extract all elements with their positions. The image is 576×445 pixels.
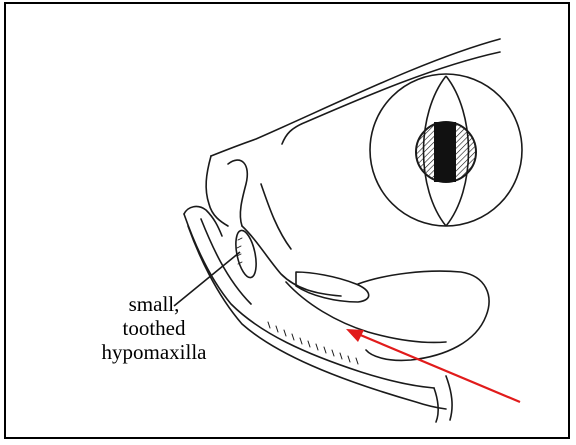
eye xyxy=(370,74,522,226)
label-line-3: hypomaxilla xyxy=(74,340,234,364)
maxilla-blade xyxy=(296,272,369,302)
lower-jaw-teeth xyxy=(268,322,358,364)
cheek-line-2 xyxy=(261,184,291,249)
hypomaxilla-label: small, toothed hypomaxilla xyxy=(74,292,234,364)
premaxilla-outline xyxy=(228,160,247,226)
red-arrow xyxy=(346,329,520,402)
throat-outline-2 xyxy=(446,376,452,420)
opercle-outline xyxy=(358,271,489,360)
label-line-1: small, xyxy=(74,292,234,316)
figure-frame: small, toothed hypomaxilla xyxy=(4,2,570,439)
fish-head-illustration xyxy=(6,4,568,437)
label-line-2: toothed xyxy=(74,316,234,340)
snout-outline xyxy=(206,156,228,226)
throat-outline xyxy=(434,388,438,422)
